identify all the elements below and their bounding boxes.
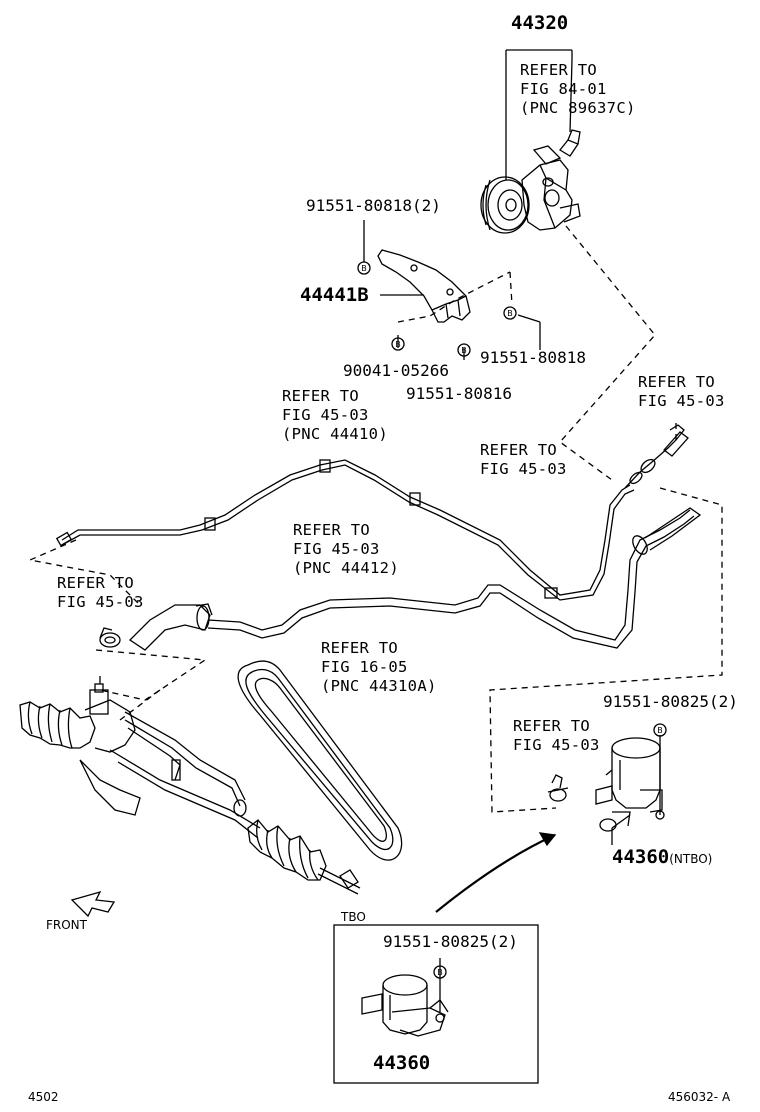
refer-fig84-line1: REFER TO: [520, 61, 598, 79]
part-number-44441b[interactable]: 44441B: [300, 284, 369, 306]
pump-bracket[interactable]: [377, 249, 471, 323]
part-number-44360-tbo[interactable]: 44360: [373, 1052, 431, 1074]
reservoir-ntbo[interactable]: [595, 737, 665, 832]
bolt-91551-80816[interactable]: 91551-80816: [406, 384, 512, 403]
power-steering-pump[interactable]: [480, 49, 581, 234]
bolt-91551-80818-2[interactable]: 91551-80818(2): [306, 196, 441, 215]
ntbo-tag: (NTBO): [669, 852, 713, 866]
drive-belt[interactable]: [237, 660, 403, 861]
tbo-box: [333, 924, 539, 1084]
refer-fig45a-line2: FIG 45-03: [282, 406, 369, 424]
refer-fig45c-line1: REFER TO: [480, 441, 558, 459]
part-number-44360-ntbo[interactable]: 44360(NTBO): [612, 846, 712, 870]
svg-text:B: B: [437, 968, 443, 977]
refer-fig45c-line2: FIG 45-03: [480, 460, 567, 478]
refer-fig45f-line2: FIG 45-03: [513, 736, 600, 754]
bolt-marker-letters: B B B B B B: [361, 264, 663, 977]
refer-fig45b-line1: REFER TO: [638, 373, 716, 391]
steering-rack[interactable]: [19, 676, 361, 895]
svg-text:B: B: [461, 346, 467, 355]
return-hose[interactable]: [128, 507, 702, 651]
refer-fig16-line2: FIG 16-05: [321, 658, 408, 676]
refer-fig45d-line1: REFER TO: [293, 521, 371, 539]
tbo-box-label: TBO: [341, 910, 366, 924]
svg-text:B: B: [395, 340, 401, 349]
clamp-ntbo[interactable]: [547, 774, 569, 802]
bolt-90041-05266[interactable]: 90041-05266: [343, 361, 449, 380]
refer-fig45d-line2: FIG 45-03: [293, 540, 380, 558]
refer-fig84-line3: (PNC 89637C): [520, 99, 636, 117]
refer-fig45d-line3: (PNC 44412): [293, 559, 399, 577]
dashed-guides: [27, 225, 723, 813]
refer-fig84-line2: FIG 84-01: [520, 80, 607, 98]
diagram-code: 456032- A: [668, 1090, 731, 1104]
pressure-hose[interactable]: [55, 424, 689, 601]
part-number-44360-ntbo-value[interactable]: 44360: [612, 846, 670, 868]
bolt-markers: [357, 261, 667, 979]
part-number-44320[interactable]: 44320: [511, 12, 569, 34]
page-code: 4502: [28, 1090, 59, 1104]
bolt-91551-80825-2-tbo[interactable]: 91551-80825(2): [383, 932, 518, 951]
refer-fig45e-line2: FIG 45-03: [57, 593, 144, 611]
bolt-91551-80818[interactable]: 91551-80818: [480, 348, 586, 367]
front-arrow: [70, 890, 116, 918]
refer-fig45f-line1: REFER TO: [513, 717, 591, 735]
refer-fig16-line3: (PNC 44310A): [321, 677, 437, 695]
svg-text:B: B: [361, 264, 367, 273]
hose-clamp-left[interactable]: [99, 627, 121, 648]
reservoir-tbo[interactable]: [361, 958, 449, 1037]
refer-fig45a-line1: REFER TO: [282, 387, 360, 405]
refer-fig45e-line1: REFER TO: [57, 574, 135, 592]
bolt-91551-80825-2-ntbo[interactable]: 91551-80825(2): [603, 692, 738, 711]
front-label: FRONT: [46, 918, 87, 932]
refer-fig45b-line2: FIG 45-03: [638, 392, 725, 410]
refer-fig16-line1: REFER TO: [321, 639, 399, 657]
svg-text:B: B: [507, 309, 513, 318]
svg-text:B: B: [657, 726, 663, 735]
refer-fig45a-line3: (PNC 44410): [282, 425, 388, 443]
tbo-arrow: [435, 832, 557, 913]
